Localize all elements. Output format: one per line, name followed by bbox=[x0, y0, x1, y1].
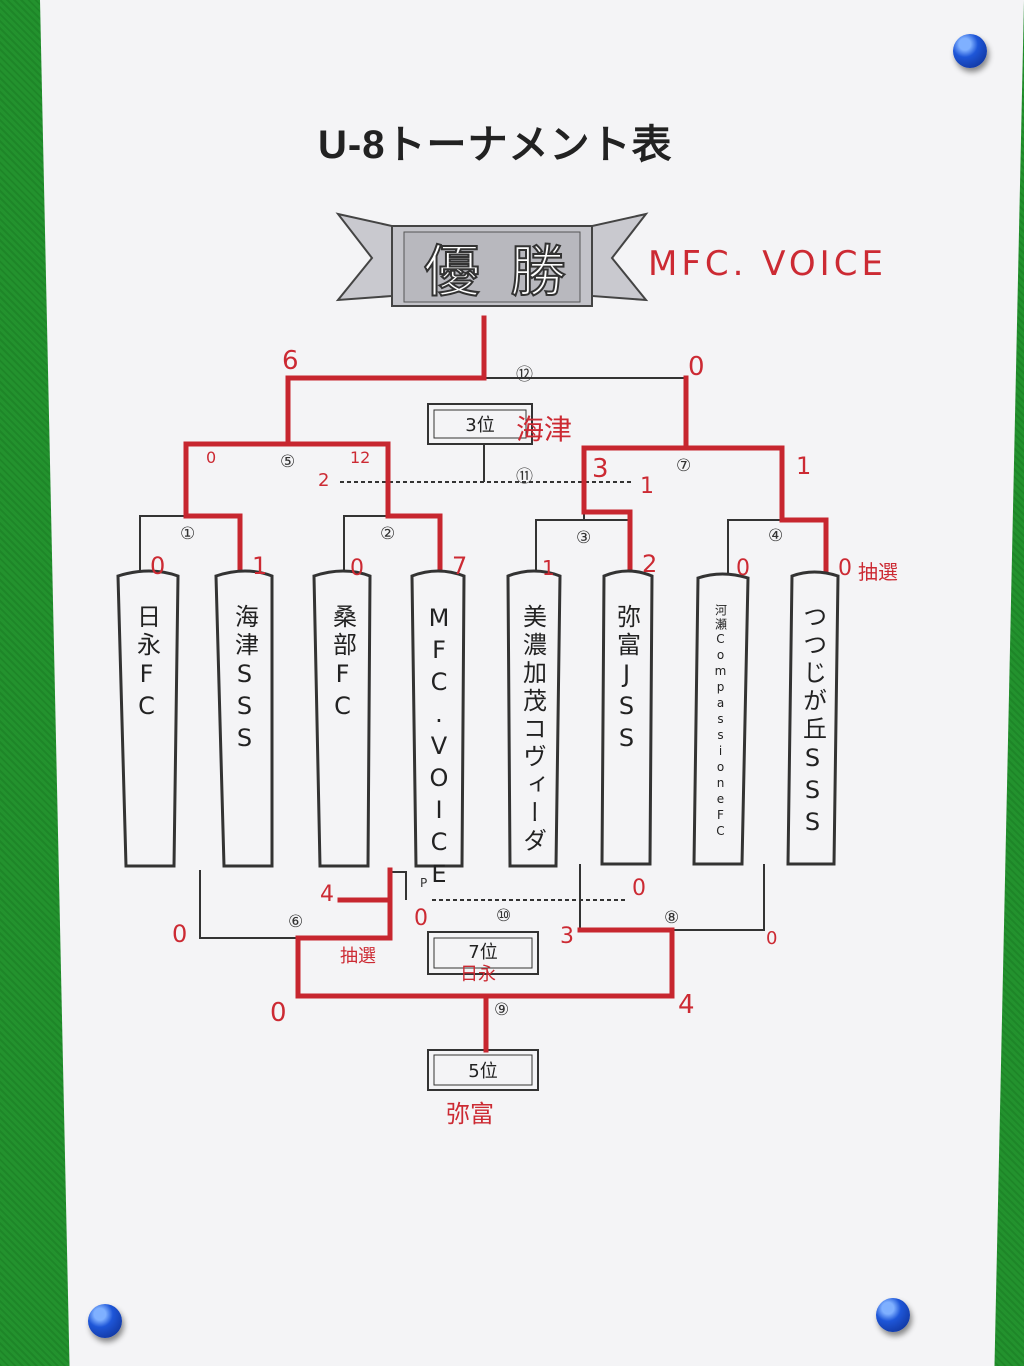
score: 0 bbox=[206, 448, 217, 467]
match-number: ① bbox=[180, 524, 196, 544]
winner-banner bbox=[335, 212, 649, 307]
team-bar-1: 日永FC bbox=[124, 576, 170, 860]
winner-char-1: 優 bbox=[423, 239, 481, 306]
score: 0 bbox=[688, 352, 705, 382]
pushpin-icon bbox=[88, 1304, 122, 1338]
match-number: ⑩ bbox=[496, 906, 512, 926]
draw-note: 抽選 bbox=[858, 560, 898, 584]
score: 7 bbox=[452, 552, 468, 580]
score: 4 bbox=[678, 990, 695, 1020]
team-bar-6: 弥富JSS bbox=[604, 576, 650, 860]
score: 0 bbox=[350, 556, 364, 581]
team-bar-3: 桑部FC bbox=[320, 576, 366, 860]
team-bar-5: 美濃加茂コヴィーダ bbox=[510, 576, 556, 860]
match-number: ⑫ bbox=[516, 365, 533, 385]
score: 12 bbox=[350, 448, 371, 467]
score: 1 bbox=[252, 552, 268, 580]
score: 4 bbox=[320, 882, 334, 907]
team-name: MFC.VOICE bbox=[425, 604, 453, 892]
page-title: U-8トーナメント表 bbox=[318, 123, 673, 167]
team-name: つつじが丘SSS bbox=[798, 604, 827, 840]
score: 6 bbox=[282, 346, 299, 376]
score: 0 bbox=[736, 556, 750, 581]
score: 0 bbox=[838, 556, 852, 581]
third-place-label: 3位 bbox=[465, 415, 495, 436]
team-bars bbox=[116, 569, 840, 868]
team-name: 弥富JSS bbox=[612, 604, 641, 756]
fifth-place-box: 5位 bbox=[434, 1055, 532, 1085]
draw-note: 抽選 bbox=[340, 946, 376, 967]
fifth-place-label: 5位 bbox=[468, 1061, 498, 1082]
match-number: ⑥ bbox=[288, 912, 304, 932]
handwritten-fifth-place: 弥富 bbox=[446, 1100, 494, 1128]
team-bar-8: つつじが丘SSS bbox=[790, 576, 836, 860]
winner-char-2: 勝 bbox=[509, 239, 567, 306]
match-number: ⑧ bbox=[664, 908, 680, 928]
pushpin-icon bbox=[953, 34, 987, 68]
score: 0 bbox=[766, 928, 778, 949]
team-name: 美濃加茂コヴィーダ bbox=[518, 604, 547, 856]
seventh-place-label: 7位 bbox=[468, 942, 498, 963]
handwritten-winner: MFC. VOICE bbox=[648, 244, 887, 284]
team-bar-7: 河瀬CompassioneFC bbox=[698, 576, 744, 860]
team-name: 海津SSS bbox=[230, 604, 259, 756]
match-number: ② bbox=[380, 524, 396, 544]
match-number: ⑪ bbox=[516, 467, 533, 487]
p-mark: P bbox=[420, 876, 428, 890]
score: 1 bbox=[640, 474, 654, 499]
pushpin-icon bbox=[876, 1298, 910, 1332]
team-name: 桑部FC bbox=[328, 604, 357, 724]
score: 0 bbox=[270, 998, 287, 1028]
match-number: ⑨ bbox=[494, 1000, 510, 1020]
score: 0 bbox=[414, 906, 428, 931]
team-name: 河瀬CompassioneFC bbox=[713, 604, 728, 840]
score: 3 bbox=[592, 454, 609, 484]
handwritten-third-place: 海津 bbox=[516, 413, 573, 446]
score: 1 bbox=[796, 452, 812, 480]
match-number: ③ bbox=[576, 528, 592, 548]
team-name: 日永FC bbox=[132, 604, 161, 724]
match-number: ⑦ bbox=[676, 456, 692, 476]
score: 1 bbox=[542, 556, 555, 580]
seventh-place-box: 7位 bbox=[434, 936, 532, 966]
score: 0 bbox=[150, 552, 166, 580]
score: 3 bbox=[560, 924, 574, 949]
match-number: ⑤ bbox=[280, 452, 296, 472]
team-bar-2: 海津SSS bbox=[222, 576, 268, 860]
handwritten-seventh-place: 日永 bbox=[460, 964, 496, 985]
team-bar-4: MFC.VOICE bbox=[416, 576, 462, 892]
red-winner-path bbox=[183, 315, 829, 1053]
score: 2 bbox=[318, 470, 330, 491]
score: 2 bbox=[642, 550, 658, 578]
match-number: ④ bbox=[768, 526, 784, 546]
score: 0 bbox=[632, 876, 646, 901]
third-place-box: 3位 bbox=[434, 410, 526, 438]
winner-banner-text: 優 勝 bbox=[412, 232, 578, 306]
score: 0 bbox=[172, 920, 188, 948]
